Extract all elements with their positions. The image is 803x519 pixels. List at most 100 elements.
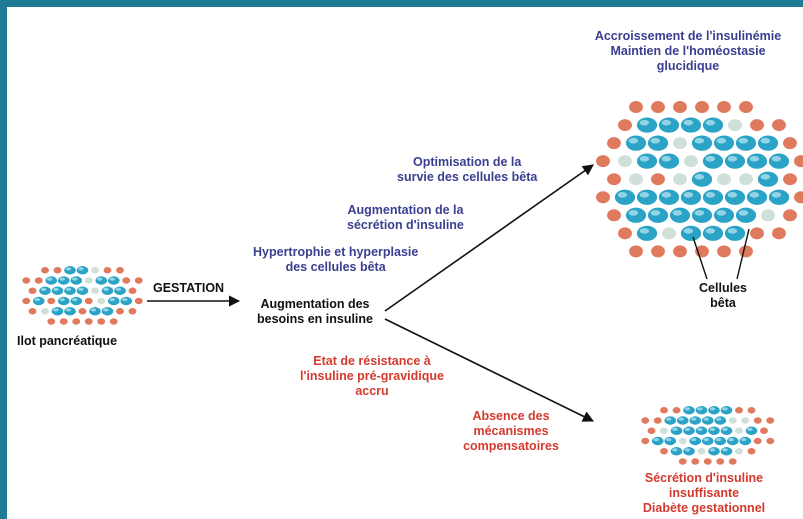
- non-beta-cell: [728, 416, 738, 425]
- non-beta-cell: [96, 317, 106, 326]
- cell-highlight: [705, 119, 716, 126]
- beta-cell: [63, 306, 77, 317]
- non-beta-cell: [765, 416, 775, 425]
- beta-cell: [669, 446, 684, 457]
- cell-highlight: [771, 192, 782, 198]
- beta-cell: [713, 415, 727, 426]
- non-beta-cell: [678, 457, 688, 466]
- beta-cell: [680, 116, 702, 134]
- non-beta-cell: [760, 208, 776, 223]
- non-beta-cell: [716, 172, 732, 187]
- beta-cell: [50, 285, 65, 296]
- beta-cell: [682, 446, 696, 457]
- non-beta-cell: [753, 416, 763, 425]
- non-beta-cell: [77, 307, 88, 316]
- beta-cell: [113, 285, 127, 296]
- center-needs-label: Augmentation des besoins en insuline: [257, 297, 373, 326]
- non-beta-cell: [27, 307, 38, 316]
- cell-highlight: [709, 448, 716, 452]
- cell-highlight: [760, 174, 771, 180]
- non-beta-cell: [617, 154, 633, 168]
- cell-highlight: [661, 192, 672, 198]
- cell-highlight: [78, 267, 84, 271]
- cell-highlight: [78, 287, 84, 291]
- cell-highlight: [34, 298, 40, 302]
- survival-label: Optimisation de la survie des cellules b…: [397, 155, 538, 184]
- beta-cell: [88, 306, 102, 317]
- non-beta-cell: [716, 100, 732, 114]
- beta-cell: [658, 152, 680, 170]
- cell-highlight: [121, 298, 128, 302]
- non-beta-cell: [771, 118, 787, 132]
- non-beta-cell: [115, 307, 125, 316]
- non-beta-cell: [659, 447, 669, 456]
- cell-highlight: [705, 228, 716, 234]
- non-beta-cell: [659, 406, 669, 415]
- beta-cell: [691, 206, 713, 224]
- upper-arrow: [384, 164, 594, 312]
- beta-cell: [691, 170, 713, 188]
- beta-cell: [119, 295, 133, 306]
- beta-cell-pointer-left: [692, 236, 708, 280]
- non-beta-cell: [646, 426, 657, 435]
- beta-cell: [69, 295, 83, 306]
- non-beta-cell: [690, 457, 700, 466]
- cell-highlight: [690, 417, 697, 421]
- non-beta-cell: [683, 154, 699, 168]
- cell-highlight: [716, 137, 727, 144]
- cell-highlight: [738, 210, 749, 216]
- cell-highlight: [665, 417, 672, 421]
- cell-highlight: [639, 119, 650, 126]
- beta-cell: [757, 170, 779, 188]
- non-beta-cell: [734, 447, 744, 456]
- cell-highlight: [722, 407, 728, 411]
- cell-highlight: [749, 192, 760, 198]
- cell-highlight: [722, 427, 728, 431]
- cell-highlight: [115, 287, 122, 291]
- non-beta-cell: [746, 447, 757, 456]
- non-beta-cell: [606, 136, 622, 150]
- beta-cell: [44, 275, 58, 286]
- cell-highlight: [760, 137, 771, 144]
- non-beta-cell: [102, 266, 113, 275]
- non-beta-cell: [740, 416, 750, 425]
- non-beta-cell: [21, 276, 31, 285]
- beta-cell: [636, 224, 658, 242]
- beta-cell: [744, 425, 759, 436]
- cell-highlight: [715, 438, 722, 442]
- hypertrophy-label: Hypertrophie et hyperplasie des cellules…: [253, 245, 419, 274]
- beta-cell: [658, 116, 680, 134]
- beta-cell: [75, 285, 90, 296]
- outcome-top-label: Accroissement de l'insulinémie Maintien …: [594, 29, 782, 73]
- secretion-increase-label: Augmentation de la sécrétion d'insuline: [347, 203, 464, 232]
- beta-cell: [735, 206, 757, 224]
- cell-highlight: [771, 155, 782, 162]
- beta-cell: [669, 206, 691, 224]
- non-beta-cell: [672, 100, 688, 114]
- beta-cell: [682, 405, 696, 416]
- non-beta-cell: [40, 266, 50, 275]
- cell-highlight: [747, 427, 753, 431]
- beta-cell: [719, 446, 734, 457]
- non-beta-cell: [715, 457, 725, 466]
- beta-cell: [625, 206, 647, 224]
- beta-cell: [75, 265, 90, 276]
- cell-highlight: [690, 438, 697, 442]
- non-beta-cell: [793, 154, 803, 168]
- cell-highlight: [684, 407, 691, 411]
- non-beta-cell: [771, 226, 787, 241]
- cell-highlight: [683, 192, 694, 198]
- cell-highlight: [639, 155, 650, 162]
- non-beta-cell: [52, 266, 63, 275]
- non-beta-cell: [84, 296, 94, 306]
- non-beta-cell: [606, 208, 622, 223]
- beta-cell: [32, 295, 46, 306]
- beta-cell: [680, 224, 702, 242]
- non-beta-cell: [659, 426, 669, 435]
- pancreatic-islet-cluster: [21, 265, 144, 326]
- non-beta-cell: [694, 100, 710, 114]
- cell-highlight: [705, 155, 716, 162]
- cell-highlight: [65, 267, 72, 271]
- non-beta-cell: [738, 100, 754, 114]
